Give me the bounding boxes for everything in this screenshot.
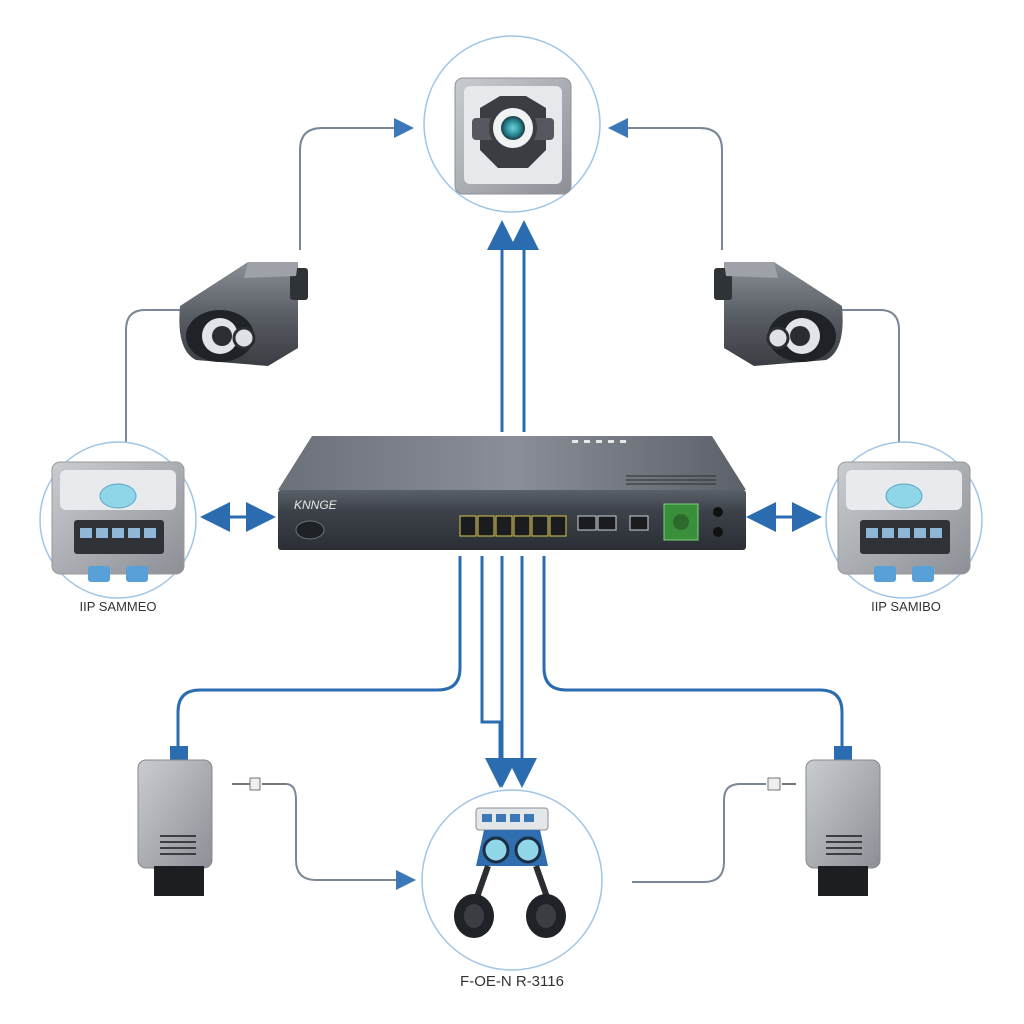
server-left-icon	[51, 461, 185, 582]
link-switch-to-adapter-right	[542, 556, 844, 748]
bottom-node	[421, 789, 603, 971]
adapter-right-icon	[767, 746, 881, 896]
link-switch-to-adapter-left	[176, 556, 462, 748]
link-switch-to-bottom-1	[480, 556, 515, 788]
switch-brand-label: KNNGE	[294, 498, 338, 512]
bottom-device-caption: F-OE-N R-3116	[460, 973, 564, 990]
left-device-caption: IIP SAMMEO	[79, 599, 156, 614]
cable-adapter-left-to-bottom	[285, 783, 416, 890]
network-switch-icon	[278, 436, 746, 550]
gray-cables	[125, 118, 900, 890]
server-right-icon	[837, 461, 971, 582]
camera-right-icon	[714, 262, 843, 366]
cable-cam-left-to-server	[125, 309, 190, 445]
cable-adapter-right-to-bottom	[632, 783, 766, 883]
blue-links	[176, 220, 844, 788]
cable-cam-right-to-server	[840, 309, 900, 445]
ethernet-ports	[459, 515, 567, 537]
hub-icon	[454, 77, 572, 195]
camera-left-icon	[179, 262, 308, 366]
sfp-ports	[577, 515, 649, 531]
power-button	[295, 520, 325, 540]
server-right-node	[825, 441, 983, 599]
server-left-node	[39, 441, 197, 599]
adapter-left-icon	[137, 746, 286, 896]
hub-node	[423, 35, 601, 213]
right-device-caption: IIP SAMIBO	[871, 599, 941, 614]
cable-cam-left-to-hub	[299, 118, 414, 250]
cable-cam-right-to-hub	[608, 118, 723, 250]
camera-pair-icon	[454, 807, 566, 938]
